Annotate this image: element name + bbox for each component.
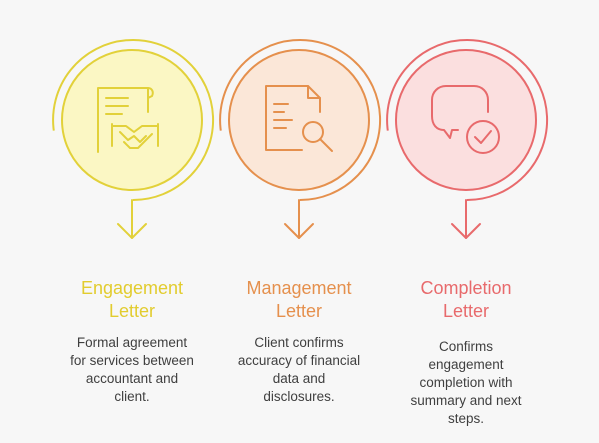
step-3-title: Completion Letter	[420, 278, 512, 321]
step-1-circle	[61, 49, 203, 191]
step-1-outer-arc	[52, 39, 215, 201]
document-magnifier-icon	[265, 85, 333, 152]
step-2-title: Management Letter	[246, 278, 352, 321]
speech-bubble-check-icon	[431, 85, 500, 154]
step-2-circle	[228, 49, 370, 191]
step-2-graphic	[219, 39, 382, 239]
step-1-title: Engagement Letter	[80, 278, 184, 321]
step-3-description: Confirms engagement completion with summ…	[410, 339, 522, 426]
step-2-arrow	[284, 199, 314, 239]
step-3-circle	[395, 49, 537, 191]
step-3-outer-arc	[386, 39, 549, 201]
step-3-arrow	[451, 199, 481, 239]
step-1-arrow	[117, 199, 147, 239]
step-2-outer-arc	[219, 39, 382, 201]
step-1-description: Formal agreement for services between ac…	[70, 335, 194, 404]
step-2-description: Client confirms accuracy of financial da…	[237, 335, 361, 404]
document-handshake-icon	[97, 87, 159, 153]
step-3-graphic	[386, 39, 549, 239]
step-1-graphic	[52, 39, 215, 239]
